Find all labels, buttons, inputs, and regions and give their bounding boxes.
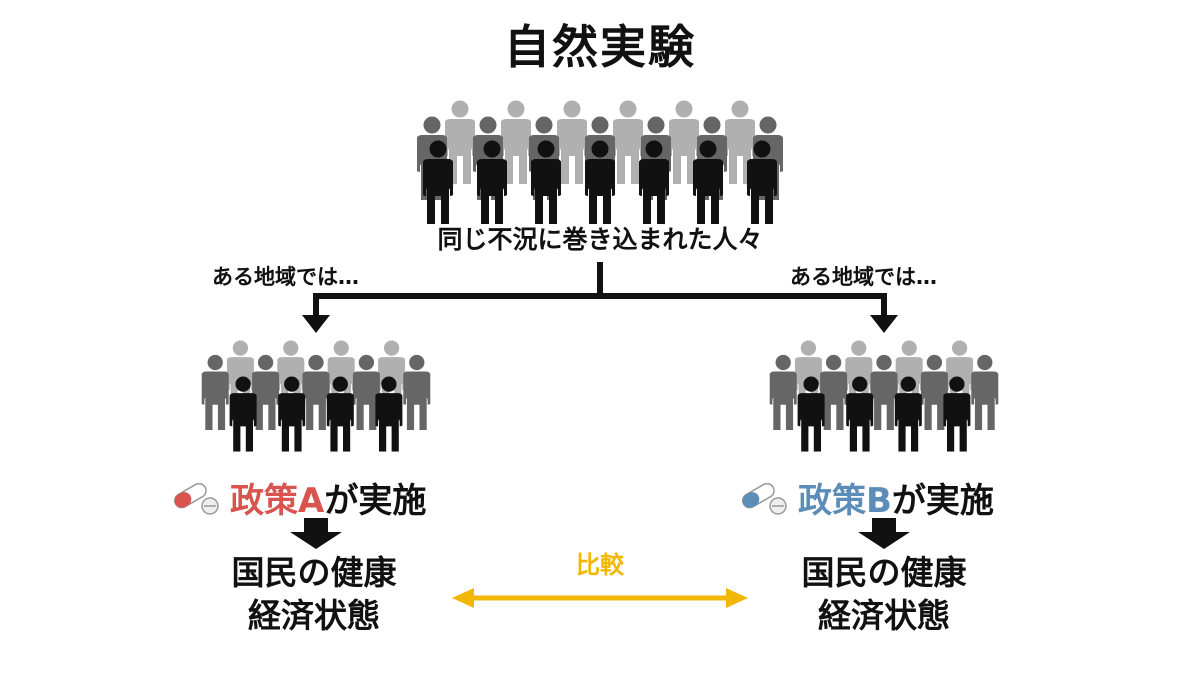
outcome-right-line1: 国民の健康 <box>801 553 967 592</box>
crowd-left-icon <box>201 340 431 452</box>
outcome-left-line2: 経済状態 <box>248 595 380 635</box>
policy-right-name: 政策B <box>798 480 892 521</box>
outcome-left-line1: 国民の健康 <box>231 553 397 592</box>
policy-left: 政策Aが実施 <box>170 474 427 521</box>
down-arrow-left-icon <box>290 518 342 549</box>
pill-capsule-icon <box>741 482 787 515</box>
person-icon <box>302 354 330 430</box>
pill-capsule-icon <box>173 482 219 515</box>
policy-right: 政策Bが実施 <box>738 474 994 521</box>
policy-left-suffix: が実施 <box>324 480 427 521</box>
policy-right-suffix: が実施 <box>891 480 994 521</box>
person-icon <box>201 354 229 430</box>
branch-connector <box>313 262 887 318</box>
person-icon <box>971 354 999 430</box>
branch-right-label: ある地域では… <box>790 265 937 289</box>
person-icon <box>403 354 431 430</box>
crowd-top-icon <box>417 100 783 224</box>
outcome-right: 国民の健康 経済状態 <box>744 552 1024 638</box>
branch-left-arrowhead-icon <box>302 315 330 333</box>
branch-left-label: ある地域では… <box>212 265 359 289</box>
person-icon <box>870 354 898 430</box>
diagram-title: 自然実験 <box>504 20 696 74</box>
down-arrow-right-icon <box>858 518 910 549</box>
outcome-left: 国民の健康 経済状態 <box>174 552 454 638</box>
policy-left-name: 政策A <box>230 480 325 521</box>
person-icon <box>769 354 797 430</box>
compare-double-arrow-icon <box>452 588 748 608</box>
crowd-right-icon <box>769 340 999 452</box>
compare-label: 比較 <box>576 551 624 579</box>
outcome-right-line2: 経済状態 <box>818 595 950 635</box>
branch-right-arrowhead-icon <box>870 315 898 333</box>
top-group-caption: 同じ不況に巻き込まれた人々 <box>437 225 763 254</box>
